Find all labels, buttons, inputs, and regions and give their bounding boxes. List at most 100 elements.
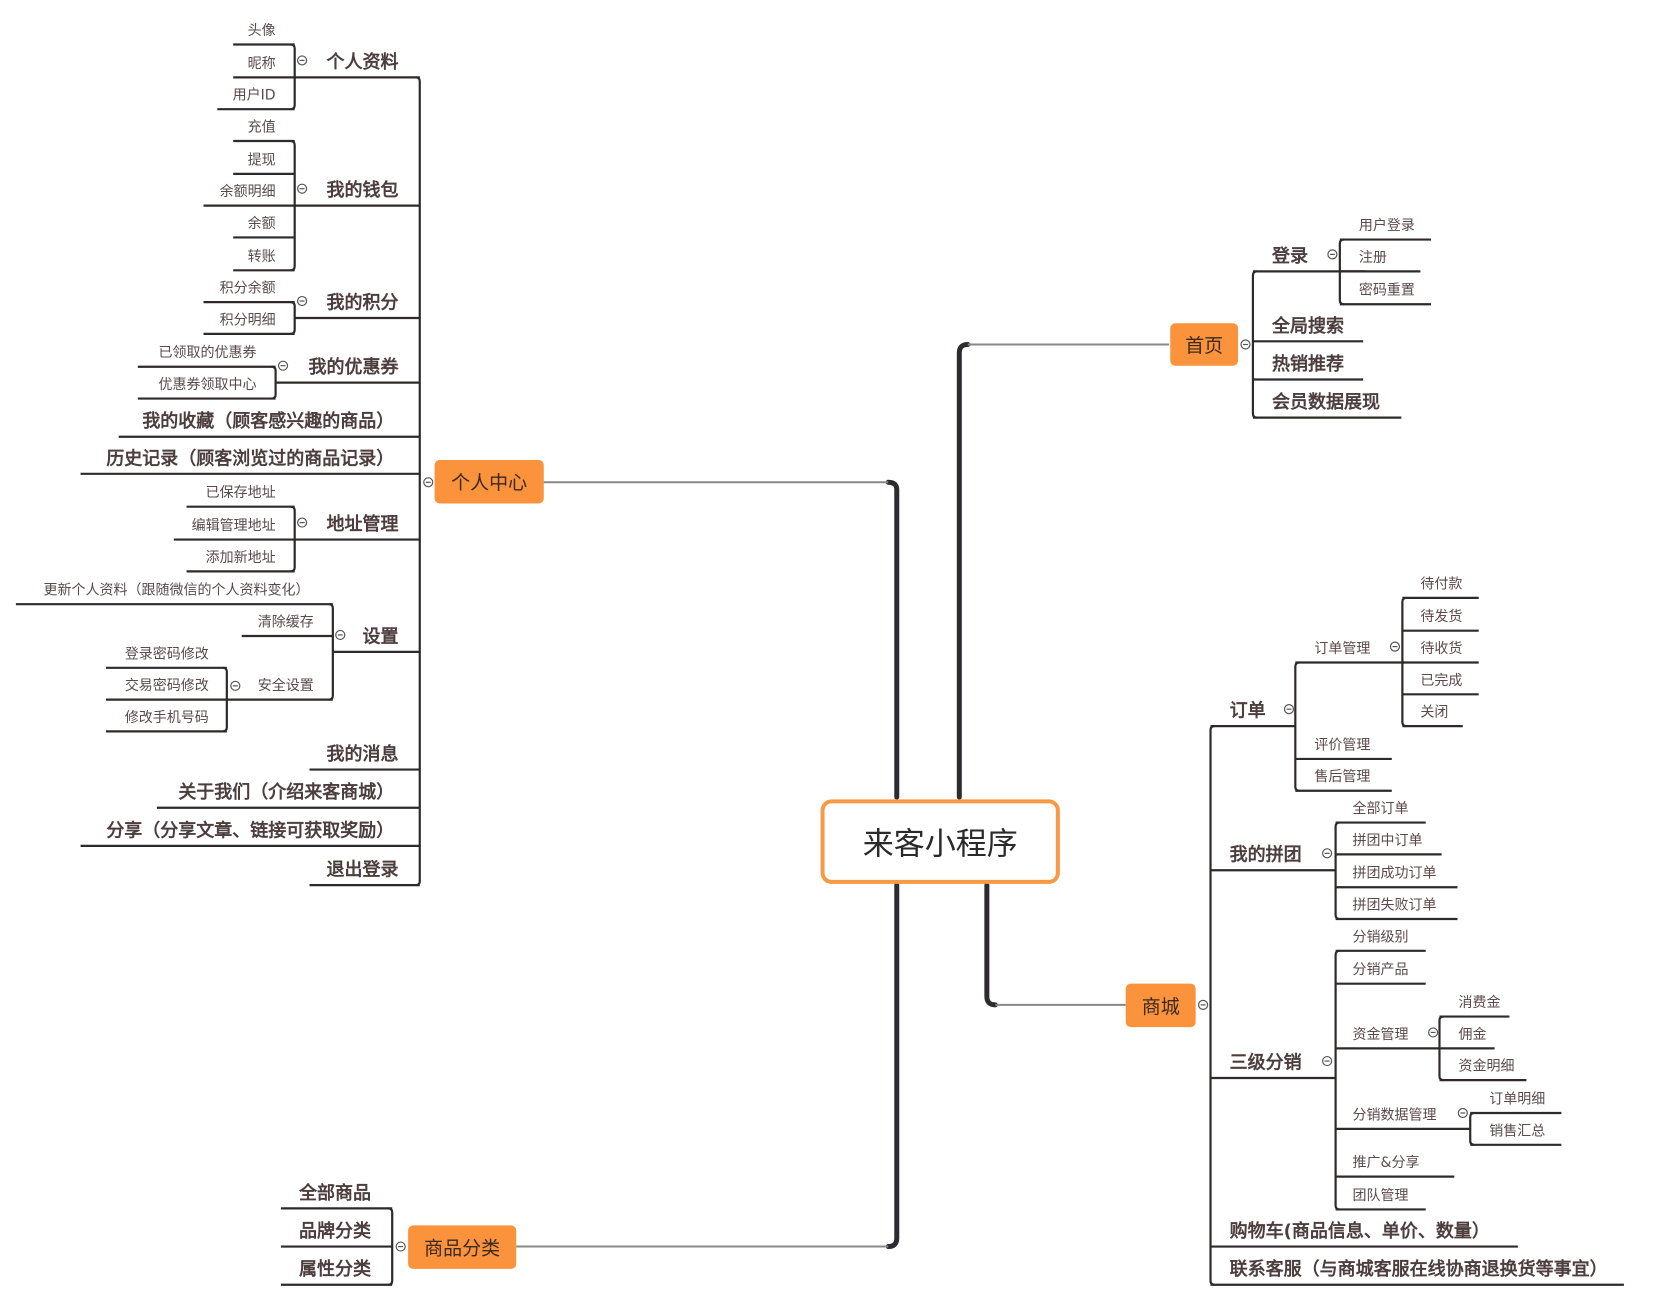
coupons-collapse-icon[interactable]	[277, 360, 289, 371]
node-history[interactable]: 历史记录（顾客浏览过的商品记录）	[106, 447, 394, 469]
distribution-collapse-icon[interactable]	[1322, 1055, 1333, 1067]
node-category[interactable]: 商品分类	[408, 1225, 517, 1269]
leaf-commission[interactable]: 佣金	[1459, 1027, 1487, 1043]
leaf-edit-address[interactable]: 编辑管理地址	[192, 518, 276, 534]
node-group-buy[interactable]: 我的拼团	[1230, 844, 1302, 866]
leaf-recharge[interactable]: 充值	[248, 119, 276, 135]
leaf-points-balance[interactable]: 积分余额	[220, 280, 276, 297]
leaf-trade-password[interactable]: 交易密码修改	[125, 677, 209, 694]
leaf-change-phone[interactable]: 修改手机号码	[125, 710, 209, 726]
leaf-review-management[interactable]: 评价管理	[1314, 737, 1370, 753]
leaf-promote-share[interactable]: 推广&分享	[1353, 1154, 1420, 1171]
security-collapse-icon[interactable]	[230, 680, 241, 691]
leaf-add-address[interactable]: 添加新地址	[206, 550, 276, 566]
node-settings[interactable]: 设置	[363, 626, 399, 647]
group-buy-collapse-icon[interactable]	[1322, 848, 1333, 859]
leaf-transfer[interactable]: 转账	[248, 249, 276, 265]
leaf-all-products[interactable]: 全部商品	[298, 1182, 371, 1204]
node-points[interactable]: 我的积分	[327, 291, 399, 313]
node-order-management[interactable]: 订单管理	[1314, 641, 1370, 657]
leaf-balance[interactable]: 余额	[248, 215, 276, 232]
home-collapse-icon[interactable]	[1240, 339, 1251, 350]
leaf-withdraw[interactable]: 提现	[248, 152, 276, 168]
node-distribution[interactable]: 三级分销	[1230, 1051, 1302, 1073]
leaf-nickname[interactable]: 昵称	[248, 56, 276, 72]
leaf-pending-receipt[interactable]: 待收货	[1420, 640, 1462, 657]
leaf-team-management[interactable]: 团队管理	[1353, 1188, 1409, 1204]
leaf-closed[interactable]: 关闭	[1420, 705, 1448, 721]
orders-collapse-icon[interactable]	[1283, 704, 1295, 715]
leaf-attribute-category[interactable]: 属性分类	[299, 1258, 372, 1280]
leaf-user-id[interactable]: 用户ID	[233, 87, 276, 104]
leaf-points-detail[interactable]: 积分明细	[220, 312, 276, 328]
personal-center-collapse-icon[interactable]	[423, 477, 434, 488]
node-wallet[interactable]: 我的钱包	[327, 179, 399, 201]
leaf-coupon-center[interactable]: 优惠券领取中心	[159, 377, 257, 393]
node-customer-service[interactable]: 联系客服（与商城客服在线协商退换货等事宜）	[1230, 1258, 1608, 1280]
node-coupons[interactable]: 我的优惠券	[309, 356, 400, 378]
leaf-clear-cache[interactable]: 清除缓存	[258, 614, 314, 630]
node-share[interactable]: 分享（分享文章、链接可获取奖励）	[106, 819, 394, 841]
node-fund-management[interactable]: 资金管理	[1353, 1027, 1409, 1043]
funds-collapse-icon[interactable]	[1428, 1027, 1439, 1038]
node-login[interactable]: 登录	[1271, 245, 1308, 267]
leaf-order-detail[interactable]: 订单明细	[1489, 1091, 1545, 1107]
node-address[interactable]: 地址管理	[327, 513, 399, 535]
node-personal-center[interactable]: 个人中心	[434, 460, 544, 504]
leaf-update-profile[interactable]: 更新个人资料（跟随微信的个人资料变化）	[44, 583, 310, 599]
leaf-distribution-products[interactable]: 分销产品	[1353, 962, 1409, 978]
leaf-group-success[interactable]: 拼团成功订单	[1353, 866, 1437, 882]
leaf-received-coupons[interactable]: 已领取的优惠券	[159, 345, 257, 361]
node-logout[interactable]: 退出登录	[327, 859, 399, 881]
wallet-collapse-icon[interactable]	[297, 183, 308, 194]
leaf-login-password[interactable]: 登录密码修改	[125, 645, 209, 662]
leaf-consumption-credit[interactable]: 消费金	[1459, 995, 1501, 1011]
node-orders[interactable]: 订单	[1230, 700, 1266, 722]
leaf-sales-summary[interactable]: 销售汇总	[1489, 1123, 1545, 1139]
data-mgmt-collapse-icon[interactable]	[1457, 1107, 1468, 1119]
node-favorites[interactable]: 我的收藏（顾客感兴趣的商品）	[142, 410, 394, 432]
node-about[interactable]: 关于我们（介绍来客商城）	[178, 781, 394, 803]
trunk-personal-center	[885, 479, 900, 800]
profile-collapse-icon[interactable]	[297, 55, 308, 66]
leaf-completed[interactable]: 已完成	[1420, 673, 1462, 689]
order-mgmt-collapse-icon[interactable]	[1389, 641, 1401, 652]
bracket-line	[1209, 725, 1215, 1286]
leaf-group-failed[interactable]: 拼团失败订单	[1353, 897, 1437, 913]
node-personal-center-label: 个人中心	[451, 472, 527, 494]
bracket-line	[1251, 270, 1257, 419]
leaf-pending-shipment[interactable]: 待发货	[1420, 608, 1462, 625]
settings-collapse-icon[interactable]	[335, 629, 346, 641]
mall-collapse-icon[interactable]	[1197, 999, 1209, 1010]
leaf-after-sales[interactable]: 售后管理	[1314, 769, 1370, 785]
login-collapse-icon[interactable]	[1327, 249, 1338, 260]
root-node[interactable]: 来客小程序	[820, 799, 1060, 884]
leaf-password-reset[interactable]: 密码重置	[1359, 282, 1415, 299]
points-collapse-icon[interactable]	[297, 295, 308, 307]
node-member-data[interactable]: 会员数据展现	[1272, 391, 1380, 413]
leaf-brand-category[interactable]: 品牌分类	[299, 1220, 372, 1242]
leaf-user-login[interactable]: 用户登录	[1359, 217, 1415, 234]
leaf-pending-payment[interactable]: 待付款	[1420, 576, 1462, 592]
leaf-group-in-progress[interactable]: 拼团中订单	[1353, 833, 1423, 849]
leaf-avatar[interactable]: 头像	[248, 23, 276, 39]
leaf-saved-address[interactable]: 已保存地址	[206, 485, 276, 501]
node-mall[interactable]: 商城	[1125, 983, 1196, 1028]
node-hot-recommend[interactable]: 热销推荐	[1272, 353, 1344, 375]
leaf-fund-detail[interactable]: 资金明细	[1459, 1059, 1515, 1075]
node-cart[interactable]: 购物车(商品信息、单价、数量）	[1230, 1220, 1490, 1242]
address-collapse-icon[interactable]	[297, 517, 308, 528]
node-distribution-data[interactable]: 分销数据管理	[1353, 1107, 1437, 1123]
leaf-distribution-level[interactable]: 分销级别	[1353, 929, 1409, 945]
bracket-line	[1294, 661, 1300, 792]
leaf-register[interactable]: 注册	[1359, 250, 1387, 266]
node-profile[interactable]: 个人资料	[326, 51, 399, 73]
node-messages[interactable]: 我的消息	[327, 743, 399, 765]
node-security-settings[interactable]: 安全设置	[258, 677, 314, 694]
leaf-balance-detail[interactable]: 余额明细	[220, 183, 276, 200]
node-home[interactable]: 首页	[1170, 323, 1239, 366]
leaf-all-orders[interactable]: 全部订单	[1353, 800, 1409, 817]
node-global-search[interactable]: 全局搜索	[1271, 315, 1344, 337]
category-collapse-icon[interactable]	[395, 1241, 406, 1252]
